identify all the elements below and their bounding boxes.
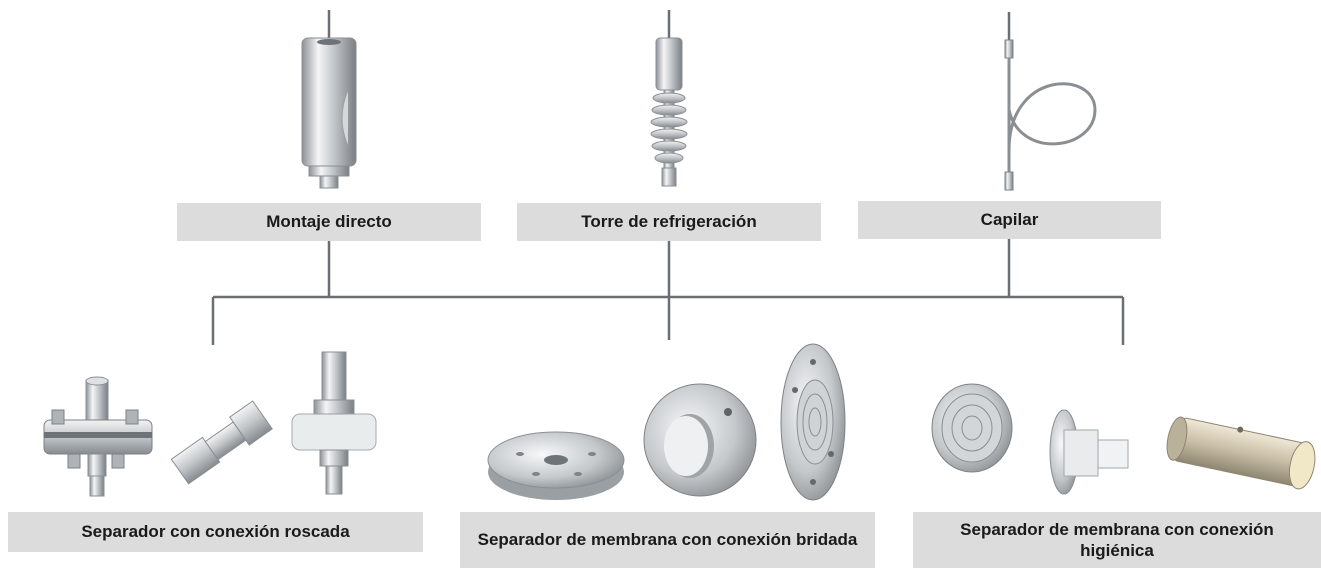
connector-lines [211, 10, 1125, 345]
label-direct-mount: Montaje directo [177, 203, 481, 241]
threaded-seal-icon [43, 351, 377, 497]
cooling-tower-icon [650, 37, 688, 187]
direct-mount-icon [301, 37, 357, 189]
label-threaded-seal: Separador con conexión roscada [8, 512, 423, 552]
flanged-seal-icon [487, 343, 846, 501]
label-cooling-tower: Torre de refrigeración [517, 203, 821, 241]
label-capillary: Capilar [858, 201, 1161, 239]
label-flanged-seal: Separador de membrana con conexión brida… [460, 512, 875, 568]
hygienic-seal-icon [931, 383, 1316, 495]
label-hygienic-seal: Separador de membrana con conexión higié… [913, 512, 1321, 568]
capillary-icon [1004, 39, 1097, 191]
